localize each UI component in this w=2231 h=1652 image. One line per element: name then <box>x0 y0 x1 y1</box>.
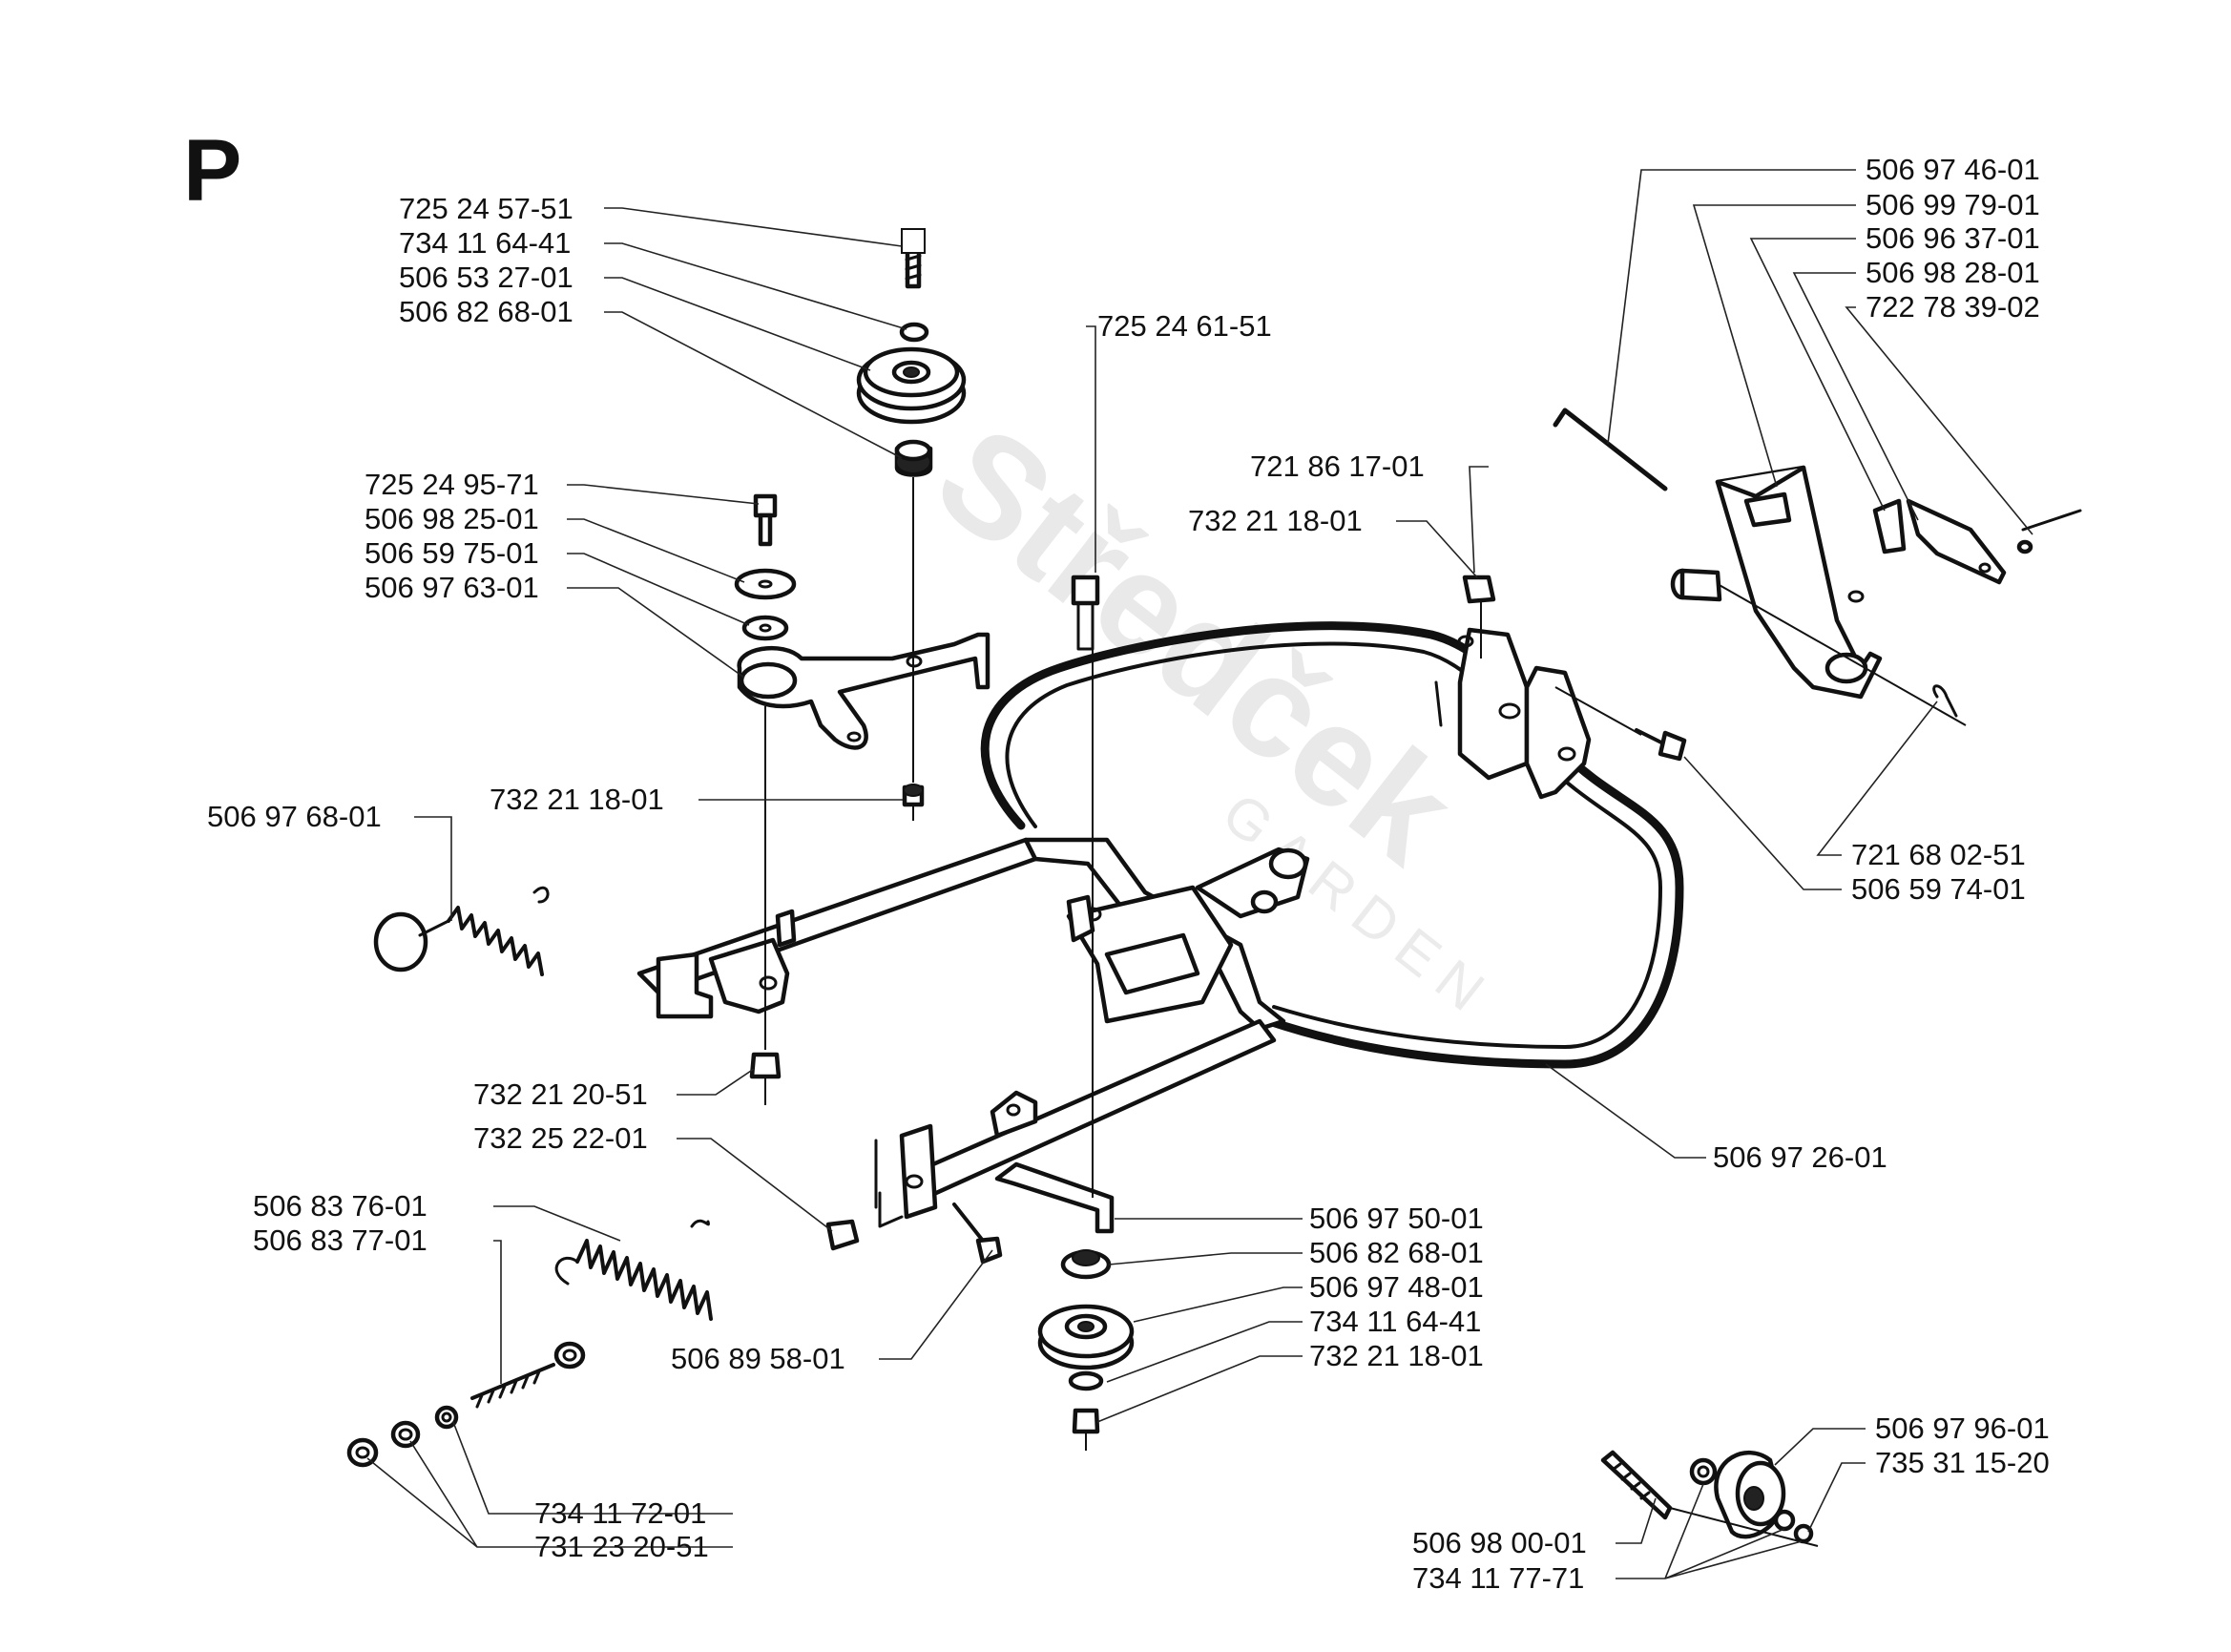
flange-nut <box>825 1219 860 1251</box>
part-label: 722 78 39-02 <box>1866 290 2040 324</box>
part-label: 732 21 18-01 <box>490 783 664 816</box>
part-label: 734 11 72-01 <box>534 1496 706 1530</box>
part-label: 506 97 50-01 <box>1309 1202 1484 1235</box>
hitch-pin <box>1670 568 1722 602</box>
part-label: 734 11 64-41 <box>399 226 571 260</box>
part-label: 735 31 15-20 <box>1875 1446 2050 1479</box>
coil-spring <box>554 1219 713 1321</box>
part-label: 506 83 76-01 <box>253 1189 427 1223</box>
part-label: 506 99 79-01 <box>1866 188 2040 221</box>
part-label: 506 82 68-01 <box>1309 1236 1484 1269</box>
arm-bolt-stack <box>734 493 797 641</box>
part-label: 506 98 25-01 <box>365 502 539 535</box>
part-label: 506 59 75-01 <box>365 536 539 570</box>
part-label: 725 24 61-51 <box>1097 309 1272 343</box>
bottom-pulley-assembly <box>1037 1249 1135 1434</box>
part-label: 721 86 17-01 <box>1250 450 1425 483</box>
part-label: 734 11 77-71 <box>1412 1561 1584 1595</box>
parts-drawing <box>346 228 2082 1544</box>
part-label: 506 83 77-01 <box>253 1223 427 1257</box>
axis-lines <box>764 477 1967 1547</box>
flange-bolt <box>952 1202 1003 1265</box>
part-label: 506 82 68-01 <box>399 295 573 328</box>
idler-arm <box>737 632 990 750</box>
part-label: 725 24 57-51 <box>399 192 573 225</box>
top-pulley-assembly <box>856 228 967 807</box>
part-label: 506 98 00-01 <box>1412 1526 1587 1559</box>
part-label: 732 21 18-01 <box>1188 504 1363 537</box>
lower-bracket <box>994 1161 1115 1234</box>
hitch-nut <box>1462 575 1496 604</box>
arm-nut <box>749 1052 782 1079</box>
nut-group <box>346 1405 459 1468</box>
page-title: P <box>183 122 241 220</box>
center-long-bolt <box>1071 575 1100 651</box>
part-labels: 725 24 57-51 734 11 64-41 506 53 27-01 5… <box>207 153 2050 1595</box>
part-label: 732 25 22-01 <box>473 1121 648 1155</box>
hitch-bracket <box>1553 408 2082 718</box>
part-label: 506 97 48-01 <box>1309 1270 1484 1304</box>
eye-bolt <box>470 1341 586 1409</box>
part-label: 732 21 20-51 <box>473 1077 648 1111</box>
part-label: 734 11 64-41 <box>1309 1305 1481 1338</box>
part-label: 506 97 63-01 <box>365 571 539 604</box>
part-label: 721 68 02-51 <box>1851 838 2026 871</box>
part-label: 506 97 96-01 <box>1875 1412 2050 1445</box>
part-label: 506 98 28-01 <box>1866 256 2040 289</box>
part-label: 506 59 74-01 <box>1851 872 2026 906</box>
part-label: 506 96 37-01 <box>1866 221 2040 255</box>
part-label: 506 53 27-01 <box>399 261 573 294</box>
part-label: 731 23 20-51 <box>534 1530 709 1563</box>
hitch-bolt <box>1635 728 1687 762</box>
part-label: 506 97 68-01 <box>207 800 382 833</box>
part-label: 732 21 18-01 <box>1309 1339 1484 1372</box>
wheel-assembly <box>1600 1450 1814 1544</box>
part-label: 506 89 58-01 <box>671 1342 845 1375</box>
spring-with-ring <box>373 886 550 976</box>
part-label: 506 97 26-01 <box>1713 1140 1887 1174</box>
part-label: 725 24 95-71 <box>365 468 539 501</box>
leader-lines <box>366 169 2033 1579</box>
part-label: 506 97 46-01 <box>1866 153 2040 186</box>
hitch-plates <box>1434 627 1592 800</box>
